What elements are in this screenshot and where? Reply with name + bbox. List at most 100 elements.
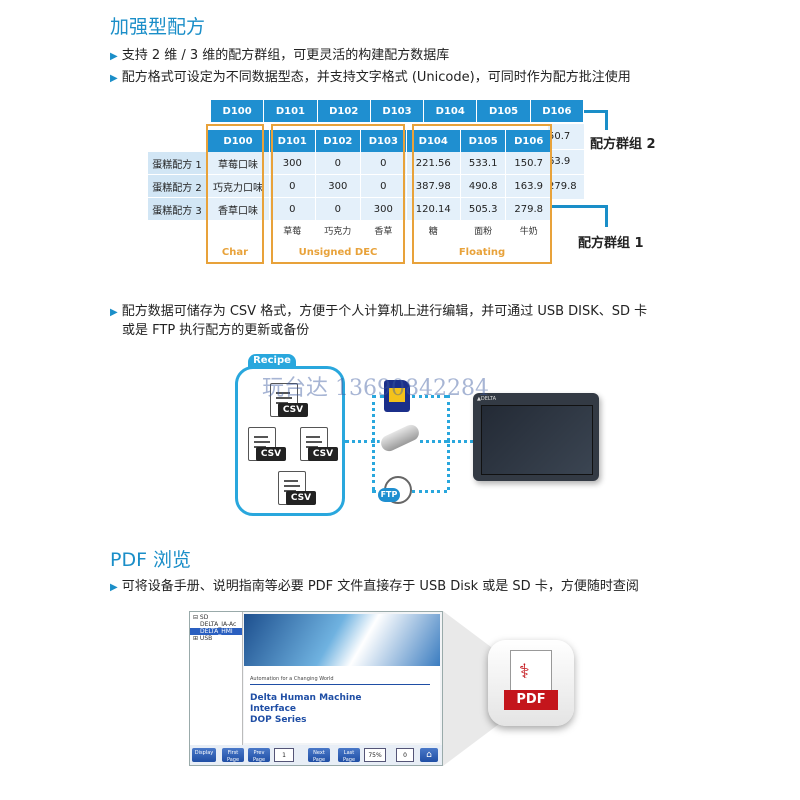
tree-item[interactable]: ⊞ USB xyxy=(193,635,213,642)
tree-item-selected[interactable]: DELTA_HMI xyxy=(190,628,242,635)
table-cell: 505.3 xyxy=(460,197,507,221)
section-title-pdf: PDF 浏览 xyxy=(110,549,192,571)
zoom-input[interactable]: 75% xyxy=(364,748,386,762)
table-row: 蛋糕配方 2 巧克力口味 0 300 0 387.98 490.8 163.9 xyxy=(148,174,552,198)
table-cell: 草莓口味 xyxy=(206,152,270,175)
recipe-table-group-1: D100 D101 D102 D103 D104 D105 D106 蛋糕配方 … xyxy=(148,130,552,239)
table-cell: 490.8 xyxy=(460,174,507,198)
group-2-label: 配方群组 2 xyxy=(590,137,656,152)
bullet-pdf: ▶可将设备手册、说明指南等必要 PDF 文件直接存于 USB Disk 或是 S… xyxy=(110,579,639,594)
column-header: D104 xyxy=(406,130,461,152)
display-button[interactable]: Display xyxy=(192,748,216,762)
bullet-arrow-icon: ▶ xyxy=(110,73,118,84)
column-header: D106 xyxy=(530,100,585,122)
pdf-page: Automation for a Changing World Delta Hu… xyxy=(244,614,440,743)
tree-item[interactable]: DELTA_IA-Ac xyxy=(200,621,237,628)
prev-page-button[interactable]: Prev Page xyxy=(248,748,270,763)
column-header: D102 xyxy=(315,130,362,152)
ftp-badge: FTP xyxy=(378,488,400,502)
group-1-connector-v xyxy=(605,205,608,227)
page-number-input[interactable]: 1 xyxy=(274,748,294,762)
table-cell: 300 xyxy=(315,174,362,198)
table-cell: 0 xyxy=(360,152,407,175)
next-page-button[interactable]: Next Page xyxy=(308,748,330,763)
pdf-title: Delta Human Machine Interface DOP Series xyxy=(250,693,362,725)
table-cell: 163.9 xyxy=(505,174,552,198)
column-header: D100 xyxy=(206,130,270,152)
pdf-viewer-window: ⊟ SD DELTA_IA-Ac DELTA_HMI ⊞ USB Automat… xyxy=(189,611,443,766)
csv-tag: CSV xyxy=(256,447,286,461)
rotate-input[interactable]: 0 xyxy=(396,748,414,762)
row-label: 蛋糕配方 3 xyxy=(148,197,207,221)
zoom-callout-shape xyxy=(443,611,503,766)
column-header: D100 xyxy=(210,100,265,122)
row-label: 蛋糕配方 2 xyxy=(148,174,207,198)
column-header: D101 xyxy=(269,130,316,152)
home-icon[interactable]: ⌂ xyxy=(420,748,438,762)
column-header: D106 xyxy=(505,130,552,152)
ingredient-label: 巧克力 xyxy=(324,226,352,237)
ingredient-label: 糖 xyxy=(428,226,438,237)
char-type-label: Char xyxy=(221,247,249,258)
group-2-connector-v xyxy=(605,110,608,130)
file-tree: ⊟ SD DELTA_IA-Ac DELTA_HMI ⊞ USB xyxy=(190,612,243,745)
hmi-brand: ▲DELTA xyxy=(477,396,497,402)
hmi-screen xyxy=(481,405,593,475)
table-cell: 120.14 xyxy=(406,197,461,221)
bullet-arrow-icon: ▶ xyxy=(110,51,118,62)
pdf-tagline: Automation for a Changing World xyxy=(250,676,334,682)
group-1-label: 配方群组 1 xyxy=(578,236,644,251)
tree-item[interactable]: ⊟ SD xyxy=(193,614,209,621)
table-cell: 0 xyxy=(315,197,362,221)
table-cell: 300 xyxy=(360,197,407,221)
pdf-icon-label: PDF xyxy=(504,690,558,710)
unsigned-type-label: Unsigned DEC xyxy=(298,247,378,258)
column-header: D104 xyxy=(423,100,478,122)
table-cell: 533.1 xyxy=(460,152,507,175)
sd-card-icon xyxy=(384,380,410,412)
watermark: 玩台达 13690842284 xyxy=(262,376,489,401)
column-header: D102 xyxy=(317,100,371,122)
char-type-box xyxy=(206,124,264,264)
column-header: D103 xyxy=(370,100,425,122)
acrobat-symbol-icon: ⚕ xyxy=(519,659,530,683)
first-page-button[interactable]: First Page xyxy=(222,748,244,763)
bullet-csv: ▶配方数据可储存为 CSV 格式，方便于个人计算机上进行编辑，并可通过 USB … xyxy=(110,304,648,319)
table-row: 蛋糕配方 1 草莓口味 300 0 0 221.56 533.1 150.7 xyxy=(148,152,552,175)
pdf-cover-image xyxy=(244,614,440,666)
ingredient-label: 面粉 xyxy=(474,226,493,237)
table-cell: 150.7 xyxy=(505,152,552,175)
csv-tag: CSV xyxy=(278,403,308,417)
floating-type-label: Floating xyxy=(458,247,506,258)
floating-type-box xyxy=(412,124,552,264)
usb-disk-icon xyxy=(378,422,422,454)
row-label: 蛋糕配方 1 xyxy=(148,152,207,175)
table-cell: 0 xyxy=(269,197,316,221)
section-title-recipe: 加强型配方 xyxy=(110,16,206,38)
column-header: D103 xyxy=(360,130,407,152)
table-cell: 221.56 xyxy=(406,152,461,175)
group-1-connector xyxy=(552,205,608,208)
ingredient-label: 草莓 xyxy=(283,226,302,237)
recipe-table-group-2: D100 D101 D102 D103 D104 D105 D106 xyxy=(180,100,585,122)
column-header: D101 xyxy=(263,100,318,122)
column-header: D105 xyxy=(476,100,531,122)
table-cell: 巧克力口味 xyxy=(206,174,270,198)
table-cell: 300 xyxy=(269,152,316,175)
ingredient-label: 牛奶 xyxy=(519,226,538,237)
recipe-panel-tag: Recipe xyxy=(248,354,296,368)
table-cell: 香草口味 xyxy=(206,197,270,221)
table-cell: 0 xyxy=(360,174,407,198)
column-header: D105 xyxy=(460,130,507,152)
table-cell: 0 xyxy=(315,152,362,175)
bullet-arrow-icon: ▶ xyxy=(110,307,118,318)
pdf-file-icon: ⚕ PDF xyxy=(488,640,574,726)
last-page-button[interactable]: Last Page xyxy=(338,748,360,763)
recipe-panel: CSV CSV CSV CSV xyxy=(235,366,345,516)
ingredient-label: 香草 xyxy=(374,226,393,237)
bullet-csv-line2: 或是 FTP 执行配方的更新或备份 xyxy=(122,323,310,338)
group-2-connector xyxy=(584,110,608,113)
table-row: 蛋糕配方 3 香草口味 0 0 300 120.14 505.3 279.8 xyxy=(148,197,552,221)
unsigned-type-box xyxy=(271,124,405,264)
bullet-arrow-icon: ▶ xyxy=(110,582,118,593)
